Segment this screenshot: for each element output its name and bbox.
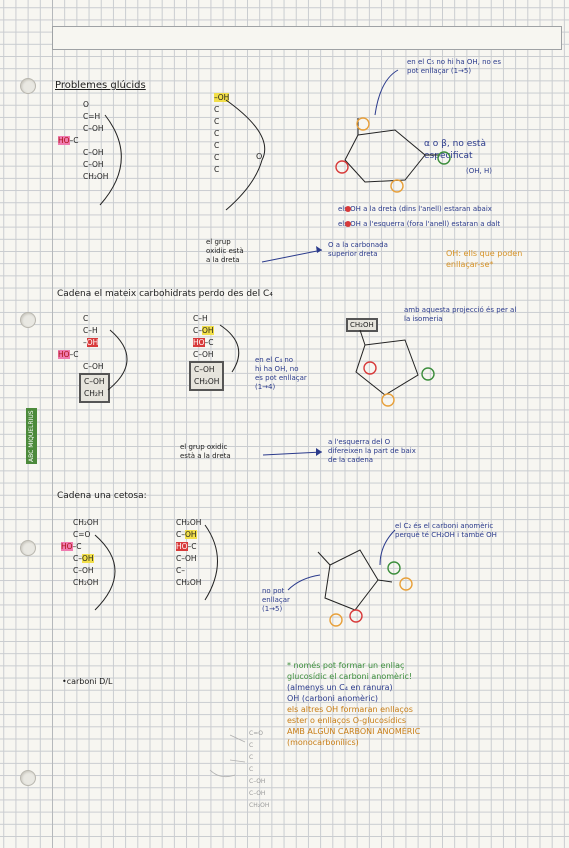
carbon-dl-label: •carboni D/L: [62, 677, 113, 686]
oh-circle-red: [363, 361, 377, 375]
oh-circle-green: [421, 367, 435, 381]
c2-note-arrow: [379, 529, 396, 566]
c5-note-arrow: [287, 574, 321, 591]
bullet-red: [345, 206, 351, 212]
section1-arrow: [261, 249, 323, 263]
oh-circle-red: [335, 160, 349, 174]
ring-oxygen: O: [256, 152, 263, 161]
oh-circle-orange: [329, 613, 343, 627]
section2-furanose-ring: [355, 329, 419, 396]
section3-ring-arc: [204, 524, 218, 601]
oh-h-note: (OH, H): [466, 167, 492, 175]
c4-note: en el C₄ no hi ha OH, no es pot enllaçar…: [255, 356, 307, 391]
projection-note: amb aquesta projecció és per al la isome…: [404, 306, 517, 323]
section3-link-arc: [94, 534, 116, 611]
faint-chain: C=O C C C C–OH C–OH CH₂OH: [249, 730, 270, 809]
section1-link-arc: [99, 114, 122, 206]
section1-skeleton-note: el grup oxidic està a la dreta: [206, 238, 244, 264]
section1-extra-note: OH: ells que poden enllaçar-se*: [446, 249, 523, 269]
section1-ring-arc: [225, 99, 266, 211]
oh-circle-green: [437, 151, 451, 165]
arrowhead: [316, 448, 322, 456]
section1-arrow-note: O a la carbonada superior dreta: [328, 241, 388, 258]
alpha-beta-note: α o β, no està especificat: [424, 139, 486, 161]
legend-left: els OH a l'esquerra (fora l'anell) estar…: [338, 220, 501, 228]
section2-title: Cadena el mateix carbohidrats perdo des …: [57, 289, 273, 299]
binder-hole: [20, 540, 36, 556]
top-note-arrow: [374, 69, 399, 116]
section1-title: Problemes glúcids: [55, 80, 146, 91]
section1-chain: O C=H C–OH HO–C C–OH C–OH CH₂OH: [58, 100, 109, 181]
bullet-red: [345, 221, 351, 227]
binder-hole: [20, 312, 36, 328]
section3-title: Cadena una cetosa:: [57, 491, 147, 501]
section2-ring-arc: [219, 324, 240, 373]
arrowhead: [316, 246, 322, 253]
binder-hole: [20, 770, 36, 786]
binder-hole: [20, 78, 36, 94]
section3-skeleton: CH₂OH C–OH HO–C C–OH C– CH₂OH: [176, 518, 202, 587]
legend-below: els OH a la dreta (dins l'anell) estaran…: [338, 205, 492, 213]
glycosidic-notes: * només pot formar un enllaç glucosídic …: [287, 661, 421, 747]
section2-arrow: [262, 451, 323, 456]
section3-chain: CH₂OH C=O HO–C C–OH C–OH CH₂OH: [61, 518, 99, 587]
pencil-sketch: [209, 734, 246, 778]
c2-anomeric-note: el C₂ és el carboni anomèric perquè té C…: [395, 522, 497, 539]
section2-link-arc: [107, 329, 128, 391]
margin-line: [52, 0, 53, 848]
section2-arrow-note: a l'esquerra del O difereixen la part de…: [328, 438, 416, 464]
section2-oxidic-note: el grup oxidic està a la dreta: [180, 443, 231, 460]
header-box: [52, 26, 562, 50]
section1-top-note: en el C₅ no hi ha OH, no es pot enllaçar…: [407, 58, 501, 75]
oh-circle-green: [387, 561, 401, 575]
ring-ch2oh-label: CH₂OH: [346, 318, 378, 332]
section3-furanose-ring: [317, 549, 393, 611]
section1-pyranose-ring: [344, 118, 440, 183]
oh-circle-orange: [356, 117, 370, 131]
oh-circle-orange: [390, 179, 404, 193]
oh-circle-red: [349, 609, 363, 623]
oh-circle-orange: [381, 393, 395, 407]
c5-note: no pot enllaçar (1→5): [262, 587, 290, 613]
oh-circle-orange: [399, 577, 413, 591]
